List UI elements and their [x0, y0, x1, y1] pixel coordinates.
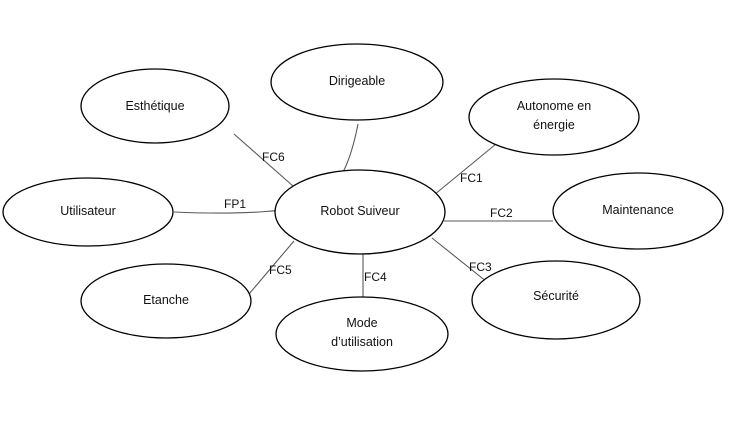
link-fc6 — [233, 133, 294, 187]
node-label-autonome-line1: Autonome en — [517, 99, 591, 113]
link-fc1 — [433, 143, 497, 196]
link-label-fp1: FP1 — [224, 197, 246, 211]
link-label-fc5: FC5 — [269, 263, 292, 277]
node-securite: Sécurité — [471, 260, 641, 340]
node-label-robot-suiveur: Robot Suiveur — [320, 204, 399, 218]
link-label-fc1: FC1 — [460, 171, 483, 185]
node-utilisateur: Utilisateur — [2, 177, 174, 247]
link-fc3 — [431, 237, 488, 283]
node-robot-suiveur: Robot Suiveur — [274, 169, 446, 255]
link-label-fc4: FC4 — [364, 270, 387, 284]
node-label-dirigeable: Dirigeable — [329, 74, 385, 88]
node-esthetique: Esthétique — [80, 68, 230, 144]
node-label-securite: Sécurité — [533, 289, 579, 303]
link-fc5 — [248, 240, 295, 295]
node-label-mode-line2: d’utilisation — [331, 335, 393, 349]
node-label-maintenance: Maintenance — [602, 203, 674, 217]
link-label-fc6: FC6 — [262, 150, 285, 164]
node-maintenance: Maintenance — [552, 172, 724, 250]
node-label-etanche: Etanche — [143, 293, 189, 307]
connections — [173, 123, 553, 298]
node-label-mode-line1: Mode — [346, 316, 377, 330]
node-dirigeable: Dirigeable — [270, 43, 444, 121]
node-label-autonome-line2: énergie — [533, 118, 575, 132]
node-label-utilisateur: Utilisateur — [60, 204, 116, 218]
connection-labels: FC6 FP1 FC1 FC2 FC3 FC4 FC5 — [224, 150, 513, 284]
node-label-esthetique: Esthétique — [125, 99, 184, 113]
node-mode-utilisation: Mode d’utilisation — [275, 296, 449, 372]
link-label-fc2: FC2 — [490, 206, 513, 220]
node-autonome-en-energie: Autonome en énergie — [468, 78, 640, 156]
link-label-fc3: FC3 — [469, 260, 492, 274]
node-etanche: Etanche — [80, 263, 252, 339]
